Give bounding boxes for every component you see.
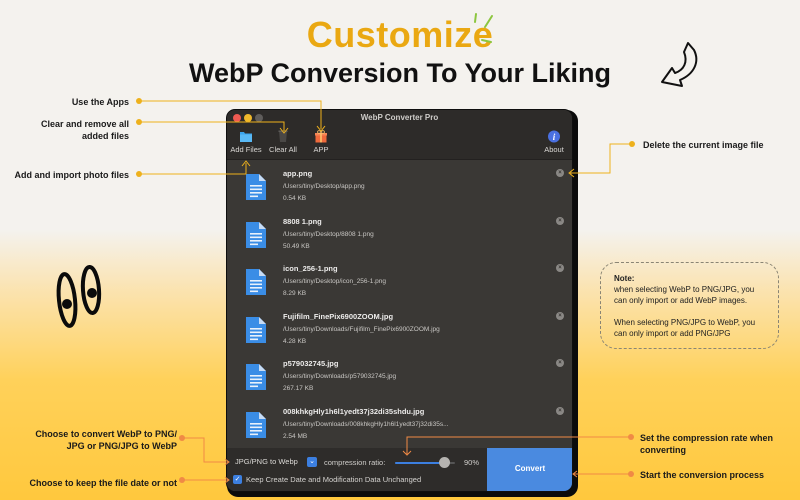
format-select[interactable]: JPG/PNG to Webp <box>235 457 298 466</box>
chevron-down-icon[interactable]: ⌄ <box>307 457 317 467</box>
toolbar: Add Files Clear All APP i Abou <box>227 126 572 160</box>
file-size: 267.17 KB <box>283 385 314 392</box>
remove-file-icon[interactable]: × <box>556 311 564 320</box>
document-icon <box>246 221 266 248</box>
callout-clear-all: Clear and remove all added files <box>20 118 129 142</box>
keep-dates-checkbox[interactable]: ✓ <box>233 475 242 484</box>
about-button[interactable]: i About <box>541 130 567 154</box>
file-list: app.png /Users/tiny/Desktop/app.png 0.54… <box>227 161 572 448</box>
file-row[interactable]: 008khkgHly1h6l1yedt37j32di35shdu.jpg /Us… <box>227 399 572 447</box>
document-icon <box>246 364 266 390</box>
document-icon <box>246 316 266 343</box>
file-path: /Users/tiny/Downloads/Fujifilm_FinePix69… <box>283 325 440 333</box>
file-name: 8808 1.png <box>283 216 322 226</box>
remove-file-icon[interactable]: × <box>556 406 564 415</box>
callout-choose-convert-line2: JPG or PNG/JPG to WebP <box>66 441 177 451</box>
callout-clear-all-line2: added files <box>81 131 129 141</box>
eyes-doodle-icon <box>56 265 102 328</box>
hero-subtitle: WebP Conversion To Your Liking <box>188 58 612 88</box>
callout-use-apps: Use the Apps <box>71 97 129 107</box>
compression-label: compression ratio: <box>324 458 386 467</box>
file-name: Fujifilm_FinePix6900ZOOM.jpg <box>283 311 394 321</box>
callout-choose-convert: Choose to convert WebP to PNG/ JPG or PN… <box>10 428 177 452</box>
file-path: /Users/tiny/Desktop/8808 1.png <box>283 230 374 238</box>
app-window: WebP Converter Pro Add Files Clear All <box>226 109 573 492</box>
file-name: icon_256-1.png <box>283 264 338 273</box>
add-files-label: Add Files <box>230 145 262 154</box>
note-box: Note: when selecting WebP to PNG/JPG, yo… <box>600 262 779 349</box>
callout-start-conversion: Start the conversion process <box>640 470 765 480</box>
remove-file-icon[interactable]: × <box>556 264 564 272</box>
callout-clear-all-line1: Clear and remove all <box>40 119 129 129</box>
file-path: /Users/tiny/Desktop/app.png <box>283 183 365 190</box>
gift-icon <box>315 130 327 143</box>
compression-value: 90% <box>464 458 480 467</box>
note-line4: can only import or add PNG/JPG <box>614 329 731 338</box>
compression-slider[interactable] <box>395 462 455 464</box>
file-row[interactable]: app.png /Users/tiny/Desktop/app.png 0.54… <box>227 161 572 209</box>
file-path: /Users/tiny/Downloads/p579032745.jpg <box>283 373 397 380</box>
clear-all-button[interactable]: Clear All <box>267 130 299 154</box>
remove-file-icon[interactable]: × <box>556 216 564 225</box>
clear-all-label: Clear All <box>269 145 297 154</box>
file-name: p579032745.jpg <box>283 359 339 368</box>
keep-dates-label: Keep Create Date and Modification Data U… <box>246 475 422 484</box>
file-path: /Users/tiny/Downloads/008khkgHly1h6l1yed… <box>283 420 449 428</box>
trash-icon <box>278 130 288 142</box>
info-icon: i <box>548 130 560 143</box>
note-line2: can only import or add WebP images. <box>614 296 748 305</box>
window-title: WebP Converter Pro <box>360 113 439 122</box>
add-files-button[interactable]: Add Files <box>230 130 262 154</box>
curl-arrow-icon <box>661 42 698 87</box>
sparkle-icon <box>474 13 493 43</box>
callout-compression-line1: Set the compression rate when <box>640 433 774 443</box>
file-path: /Users/tiny/Desktop/icon_256-1.png <box>283 278 386 285</box>
about-label: About <box>544 145 564 154</box>
file-size: 50.49 KB <box>283 242 310 250</box>
callout-compression-line2: converting <box>640 445 687 455</box>
app-label: APP <box>313 145 329 154</box>
slider-fill <box>395 462 443 464</box>
callout-add-import: Add and import photo files <box>14 170 130 180</box>
callout-compression: Set the compression rate when converting <box>640 432 773 456</box>
remove-file-icon[interactable]: × <box>556 169 564 177</box>
app-button[interactable]: APP <box>307 130 335 154</box>
file-size: 4.28 KB <box>283 337 307 345</box>
hero-title: Customize <box>306 14 494 55</box>
document-icon <box>246 411 266 438</box>
file-size: 2.54 MB <box>283 432 308 440</box>
svg-text:i: i <box>553 132 556 142</box>
note-line1: when selecting WebP to PNG/JPG, you <box>614 285 755 294</box>
bottom-bar: JPG/PNG to Webp ⌄ compression ratio: 90%… <box>227 448 572 491</box>
file-name: 008khkgHly1h6l1yedt37j32di35shdu.jpg <box>283 406 425 416</box>
file-row[interactable]: 8808 1.png /Users/tiny/Desktop/8808 1.pn… <box>227 209 572 257</box>
document-icon <box>246 174 266 200</box>
title-bar: WebP Converter Pro <box>227 110 572 126</box>
note-line3: When selecting PNG/JPG to WebP, you <box>614 318 756 327</box>
convert-button[interactable]: Convert <box>487 448 572 491</box>
file-row[interactable]: icon_256-1.png /Users/tiny/Desktop/icon_… <box>227 256 572 304</box>
callout-choose-convert-line1: Choose to convert WebP to PNG/ <box>35 429 177 439</box>
file-row[interactable]: p579032745.jpg /Users/tiny/Downloads/p57… <box>227 351 572 399</box>
callout-keep-date: Choose to keep the file date or not <box>29 478 177 488</box>
folder-icon <box>240 132 252 142</box>
remove-file-icon[interactable]: × <box>556 359 564 367</box>
note-title: Note: <box>614 274 635 283</box>
callout-delete-current: Delete the current image file <box>643 140 764 150</box>
file-size: 8.29 KB <box>283 290 307 297</box>
document-icon <box>246 269 266 295</box>
file-name: app.png <box>283 169 313 178</box>
file-size: 0.54 KB <box>283 195 307 202</box>
slider-thumb[interactable] <box>439 457 450 468</box>
file-row[interactable]: Fujifilm_FinePix6900ZOOM.jpg /Users/tiny… <box>227 304 572 352</box>
